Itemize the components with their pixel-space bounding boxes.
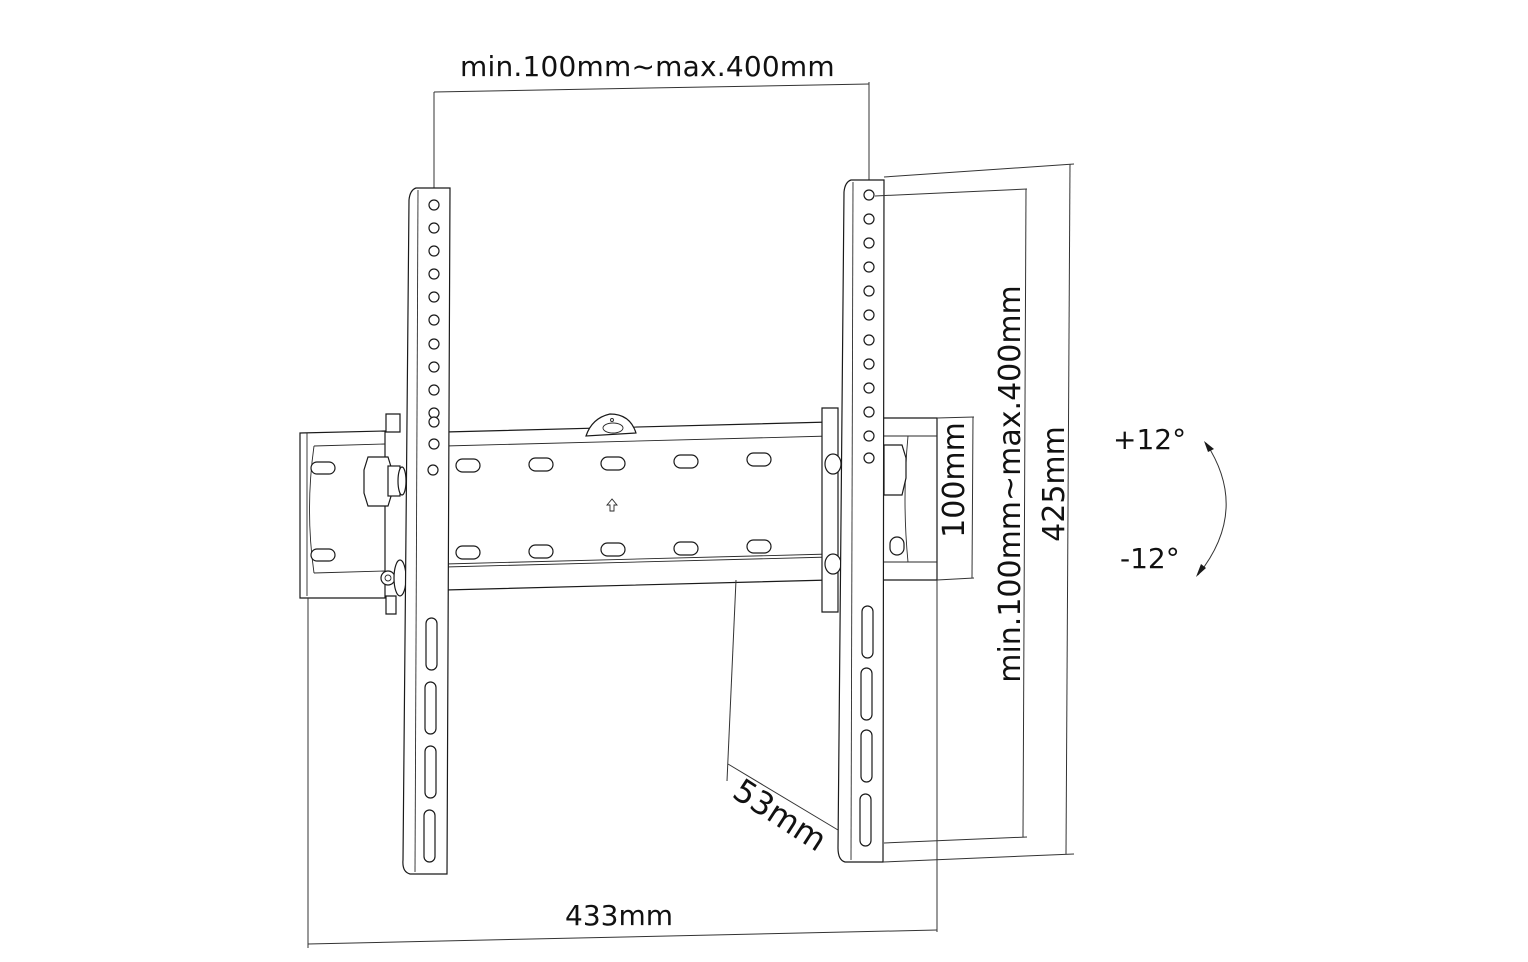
tilt-up-label: +12° — [1113, 423, 1187, 456]
wall-plate-height-label: 100mm — [937, 422, 972, 538]
depth-dimension — [726, 579, 839, 831]
arm-height-label: 425mm — [1037, 426, 1072, 542]
right-mounting-arm — [837, 179, 885, 863]
left-mounting-arm — [402, 187, 451, 875]
arrow-up-icon — [1204, 441, 1214, 452]
level-bubble-icon — [585, 413, 637, 437]
vertical-dimensions — [874, 163, 1075, 863]
width-label: 433mm — [565, 899, 673, 932]
arrow-down-icon — [1196, 564, 1206, 577]
tilt-arc — [1196, 441, 1227, 577]
arm-holes-left — [427, 199, 440, 476]
vesa-horizontal-dimension — [433, 82, 870, 192]
width-dimension — [307, 580, 938, 948]
wall-rail — [444, 413, 831, 591]
up-arrow-icon — [606, 498, 618, 512]
vesa-vertical-label: min.100mm~max.400mm — [993, 285, 1028, 683]
vesa-horizontal-label: min.100mm~max.400mm — [460, 50, 835, 83]
tilt-down-label: -12° — [1120, 542, 1180, 575]
left-wall-plate-end — [299, 413, 407, 615]
arm-holes-right — [863, 189, 875, 464]
